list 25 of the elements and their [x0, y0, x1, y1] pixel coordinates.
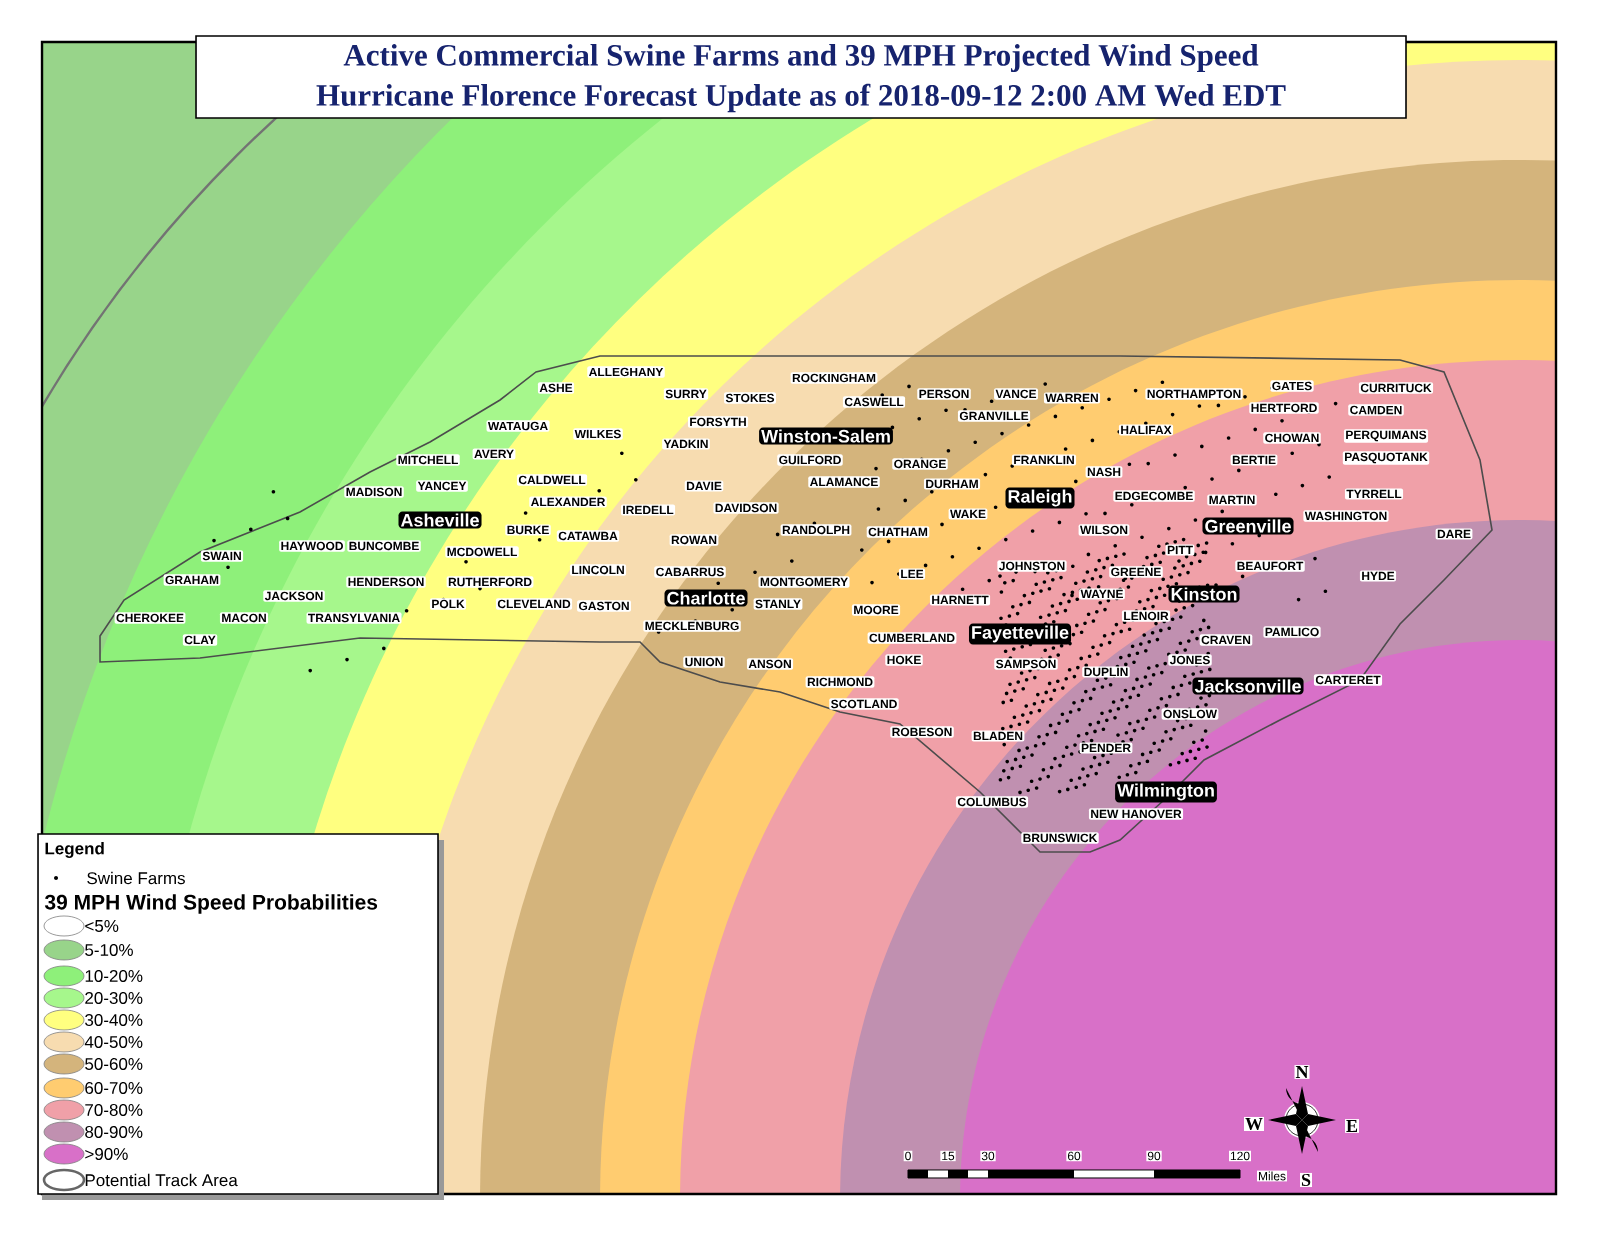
city-label: Charlotte: [664, 589, 748, 607]
legend-label: Swine Farms: [87, 871, 185, 885]
legend-label: 50-60%: [85, 1058, 143, 1070]
legend-label: 20-30%: [85, 992, 143, 1004]
city-label: Greenville: [1202, 517, 1294, 535]
legend-label: 40-50%: [84, 1036, 143, 1048]
legend-label: 60-70%: [85, 1082, 143, 1094]
city-label: Asheville: [398, 511, 482, 529]
legend-label: 10-20%: [85, 970, 143, 982]
legend-label: 30-40%: [85, 1014, 143, 1026]
legend-label: 80-90%: [85, 1126, 143, 1138]
subtitle: Hurricane Florence Forecast Update as of 2018-09-12 2:00 AM Wed EDT: [316, 83, 1286, 113]
legend-label: >90%: [85, 1148, 128, 1160]
city-label: Kinston: [1168, 585, 1240, 603]
city-label: Jacksonville: [1192, 677, 1304, 695]
city-label: Winston-Salem: [759, 427, 893, 445]
legend-heading: 39 MPH Wind Speed Probabilities: [44, 894, 378, 914]
title: Active Commercial Swine Farms and 39 MPH Projected Wind Speed: [343, 43, 1259, 73]
legend-label: 5-10%: [85, 944, 133, 956]
legend-heading: Legend: [45, 842, 104, 858]
legend-label: <5%: [85, 920, 119, 932]
legend-label: 70-80%: [85, 1104, 143, 1116]
compass-letter: E: [1345, 1119, 1359, 1133]
city-label: Wilmington: [1115, 781, 1217, 803]
legend-label: Potential Track Area: [85, 1173, 238, 1187]
